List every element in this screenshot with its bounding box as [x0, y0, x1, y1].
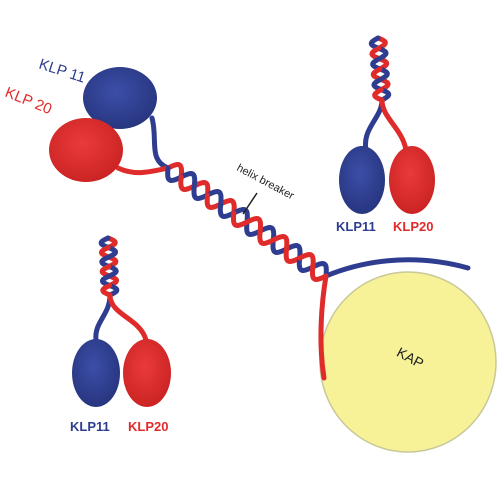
top-right-coil-segment: [378, 87, 392, 103]
top-right-coil-segment: [375, 35, 388, 51]
top-right-coil-segment: [371, 76, 384, 93]
stalk-segment: [244, 215, 263, 234]
bottom-left-klp11-label: KLP11: [70, 419, 110, 434]
top-right-coiled-coil: [368, 35, 392, 103]
bottom-left-coil-segment: [106, 254, 119, 269]
top-right-coil-segment: [376, 56, 390, 72]
bottom-left-coil-segment: [99, 264, 112, 279]
stalk-segment: [217, 201, 237, 220]
top-right-coil-segment: [378, 76, 391, 93]
helix-breaker-label: helix breaker: [235, 162, 297, 202]
stalk-segment: [191, 183, 210, 202]
stalk-segment: [191, 179, 211, 198]
stalk-segment: [165, 161, 184, 180]
top-right-dimer: KLP11 KLP20: [336, 35, 435, 234]
stalk-segment: [270, 237, 289, 256]
bottom-left-klp11-neck: [93, 292, 113, 343]
top-right-coil-segment: [370, 56, 383, 72]
stalk-segment: [218, 197, 237, 216]
top-right-coil-segment: [377, 66, 390, 82]
bottom-left-klp20-neck: [107, 292, 149, 343]
bottom-left-coil-segment: [106, 273, 119, 288]
top-right-klp20-head: [389, 146, 435, 214]
stalk-segment: [204, 192, 224, 211]
stalk-segment: [270, 233, 290, 252]
bottom-left-coil-segment: [99, 245, 112, 260]
stalk-segment: [205, 188, 224, 207]
stalk-segment: [178, 170, 198, 189]
kap-subunit: KAP: [319, 271, 497, 453]
klp20-tail: [318, 273, 329, 381]
stalk-segment: [310, 260, 329, 279]
top-right-coil-segment: [370, 66, 384, 82]
stalk-segment: [244, 219, 263, 238]
top-right-coil-segment: [368, 35, 382, 51]
top-right-coil-segment: [376, 45, 389, 62]
bottom-left-klp11-head: [72, 339, 120, 407]
top-right-coil-segment: [369, 45, 382, 62]
bottom-left-dimer: KLP11 KLP20: [70, 235, 171, 434]
bottom-left-coil-segment: [98, 235, 111, 250]
klp20-neck-linker: [115, 165, 171, 176]
bottom-left-coil-segment: [100, 283, 113, 298]
klp11-neck-linker: [149, 115, 171, 171]
stalk-segment: [283, 246, 303, 265]
top-right-klp20-neck: [379, 97, 409, 153]
stalk-segment: [310, 264, 329, 283]
bottom-left-coiled-coil: [98, 235, 120, 298]
stalk-segment: [231, 210, 250, 229]
stalk-segment: [257, 228, 276, 247]
bottom-left-coil-segment: [100, 273, 113, 288]
bottom-left-klp20-head: [123, 339, 171, 407]
bottom-left-coil-segment: [107, 283, 120, 298]
bottom-left-coil-segment: [99, 254, 112, 269]
klp11-main-label: KLP 11: [37, 56, 88, 87]
stalk-segment: [178, 174, 197, 193]
bottom-left-coil-segment: [106, 264, 119, 279]
stalk-segment: [297, 251, 316, 270]
top-right-klp20-label: KLP20: [393, 219, 433, 234]
bottom-left-coil-segment: [105, 235, 118, 250]
bottom-left-coil-segment: [105, 245, 118, 260]
stalk-segment: [165, 165, 184, 184]
top-right-coil-segment: [372, 87, 385, 103]
top-right-klp11-label: KLP11: [336, 219, 376, 234]
stalk-segment: [257, 224, 277, 243]
klp20-motor-head: [49, 118, 123, 182]
stalk-segment: [284, 242, 303, 261]
klp11-tail: [323, 257, 471, 279]
klp11-motor-head: [83, 67, 157, 129]
top-right-klp11-neck: [363, 97, 385, 153]
helix-breaker-pointer: [242, 192, 258, 215]
bottom-left-klp20-label: KLP20: [128, 419, 168, 434]
klp20-main-label: KLP 20: [3, 84, 55, 118]
stalk-segment: [296, 255, 316, 274]
top-right-klp11-head: [339, 146, 385, 214]
coiled-coil-stalk: [165, 161, 329, 283]
